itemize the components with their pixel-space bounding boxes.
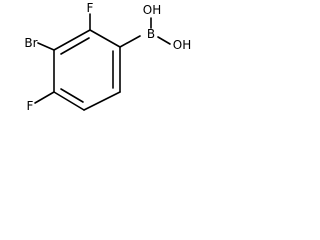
ring-bond-bottom-left xyxy=(53,91,85,111)
hydroxyl-bottom-label: OH xyxy=(173,38,191,52)
bond-boron-to-hydroxyl-bottom xyxy=(157,36,171,45)
ring-bond-bottom-right xyxy=(83,91,121,111)
bond-ring-to-bromine xyxy=(37,42,55,51)
bromine-label: Br xyxy=(24,36,37,50)
ring-double-bond-bottom-left xyxy=(60,88,84,103)
ring-double-bond-top-left xyxy=(60,37,90,55)
hydroxyl-top-label: OH xyxy=(143,3,161,17)
molecule-structure-diagram: F Br F B OH OH xyxy=(24,1,191,113)
boron-label: B xyxy=(147,27,155,41)
fluorine-top-label: F xyxy=(87,1,94,15)
ring-bond-top-right xyxy=(89,29,121,48)
bond-ring-to-fluorine-bottom xyxy=(34,91,55,104)
bond-ring-to-boron xyxy=(119,35,141,48)
fluorine-bottom-label: F xyxy=(27,99,34,113)
ring-bond-top-left xyxy=(53,29,91,51)
